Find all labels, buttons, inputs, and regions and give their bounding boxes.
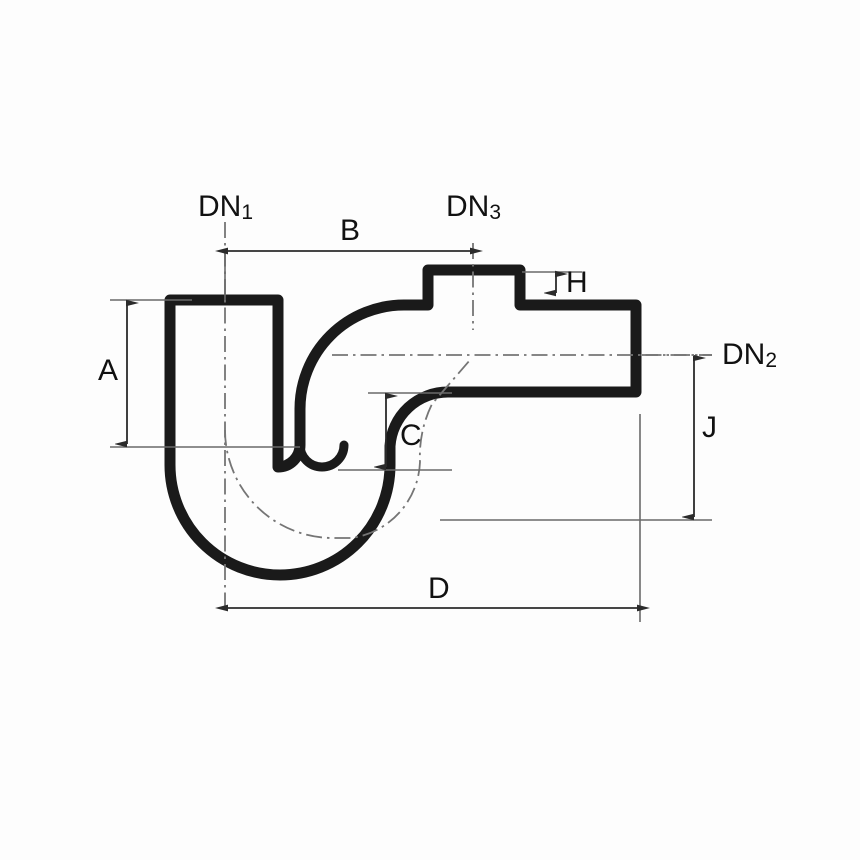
label-a: A (98, 354, 119, 387)
dimension-lines (127, 247, 694, 612)
ptrap-inner-wall (295, 440, 349, 472)
ptrap-body (164, 264, 642, 581)
centerline-ubend-arc (224, 359, 471, 539)
label-h: H (566, 266, 588, 299)
label-j: J (702, 411, 717, 444)
label-d: D (428, 572, 450, 605)
label-c: C (400, 419, 422, 452)
label-dn2: DN2 (722, 338, 778, 372)
ptrap-outer-wall (164, 264, 642, 581)
label-dn1: DN1 (198, 190, 254, 224)
label-b: B (340, 214, 361, 247)
extension-lines (110, 251, 712, 622)
label-dn3: DN3 (446, 190, 502, 224)
